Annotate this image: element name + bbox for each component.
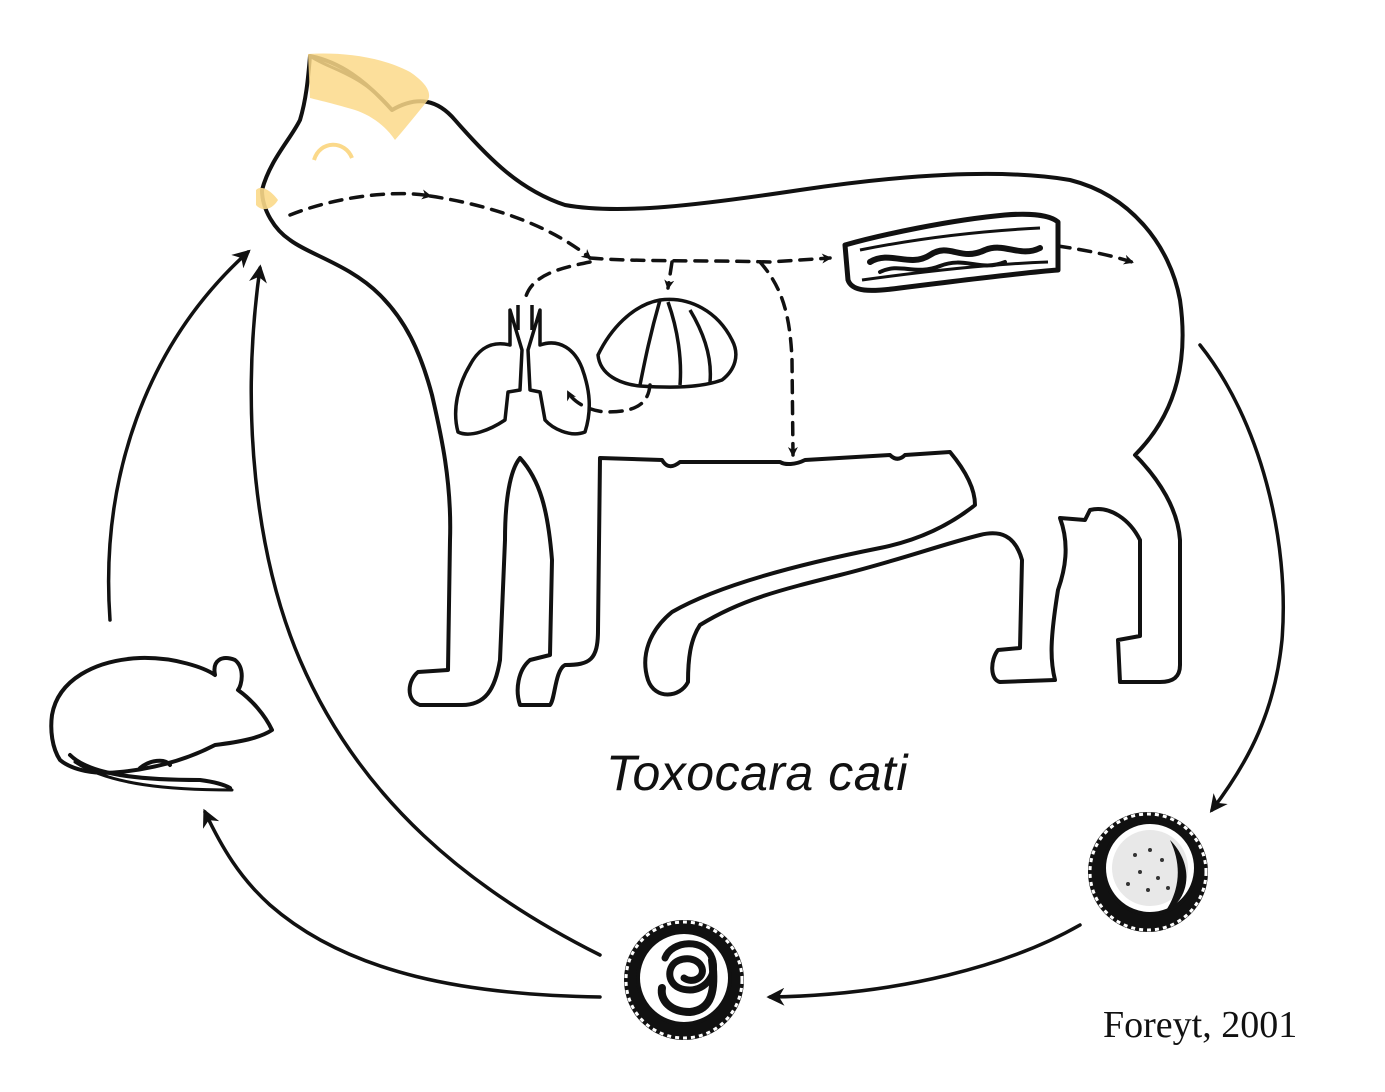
larval-migration-path [288,189,1134,457]
egg-embryonated-icon [624,920,744,1040]
egg-unembryonated-icon [1088,812,1208,932]
mouse-outline [49,655,274,792]
diagram-title: Toxocara cati [606,745,909,801]
lungs-icon [453,305,592,436]
cat-ear-highlight [308,53,430,140]
cat-nose-highlight [256,187,278,210]
cat-eye [312,142,354,161]
life-cycle-arrows [106,249,1286,1006]
liver-icon [596,297,738,389]
source-credit: Foreyt, 2001 [1103,1004,1298,1046]
intestine-icon [842,211,1061,293]
